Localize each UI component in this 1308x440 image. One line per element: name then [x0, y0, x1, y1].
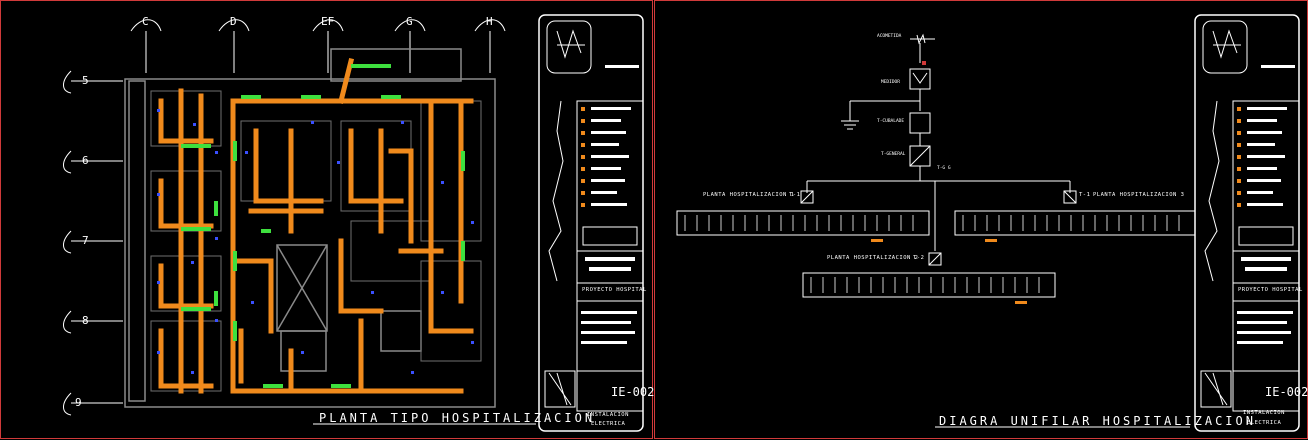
panel-1-tag: T-1 [789, 192, 801, 198]
grid-col-label: H [486, 15, 493, 28]
panel-2-tag: T-2 [913, 255, 925, 261]
single-line-diagram [676, 14, 1300, 432]
panel-2-name: PLANTA HOSPITALIZACION 2 [827, 255, 919, 261]
project-label: PROYECTO HOSPITAL [1238, 287, 1303, 293]
panel-1-name: PLANTA HOSPITALIZACION 1 [703, 192, 795, 198]
single-line-diagram-sheet: ACOMETIDA MEDIDOR T-CUBALADE T-GENERAL T… [654, 0, 1308, 439]
sheet-code: IE-002 [611, 385, 655, 399]
sheet-name-line1: INSTALACION [587, 412, 629, 418]
project-label: PROYECTO HOSPITAL [582, 287, 647, 293]
drawing-title: PLANTA TIPO HOSPITALIZACION [319, 411, 596, 425]
grid-row-label: 8 [82, 314, 89, 327]
grid-row-label: 5 [82, 74, 89, 87]
sheet-name-line2: ELECTRICA [591, 421, 626, 427]
floor-plan-drawing [63, 14, 644, 432]
acometida-label: ACOMETIDA [877, 34, 902, 39]
floor-plan-sheet: C D EF G H 5 6 7 8 9 PLANTA TIPO HOSPITA… [0, 0, 655, 439]
grid-col-label: EF [321, 15, 335, 28]
grid-col-label: G [406, 15, 413, 28]
sheet-code: IE-002 [1265, 385, 1308, 399]
sheet-name-line2: ELECTRICA [1247, 420, 1282, 426]
tg-rating-label: T-G G [937, 166, 951, 171]
earth-label: T-CUBALADE [877, 119, 905, 124]
grid-col-label: D [230, 15, 237, 28]
tablero-general-label: T-GENERAL [881, 152, 906, 157]
grid-col-label: C [142, 15, 149, 28]
grid-row-label: 6 [82, 154, 89, 167]
medidor-label: MEDIDOR [881, 80, 900, 85]
panel-3-name: PLANTA HOSPITALIZACION 3 [1093, 192, 1185, 198]
grid-row-label: 9 [75, 396, 82, 409]
panel-3-tag: T-1 [1079, 192, 1091, 198]
sheet-name-line1: INSTALACION [1243, 410, 1285, 416]
drawing-title: DIAGRA UNIFILAR HOSPITALIZACION [939, 414, 1256, 428]
grid-row-label: 7 [82, 234, 89, 247]
